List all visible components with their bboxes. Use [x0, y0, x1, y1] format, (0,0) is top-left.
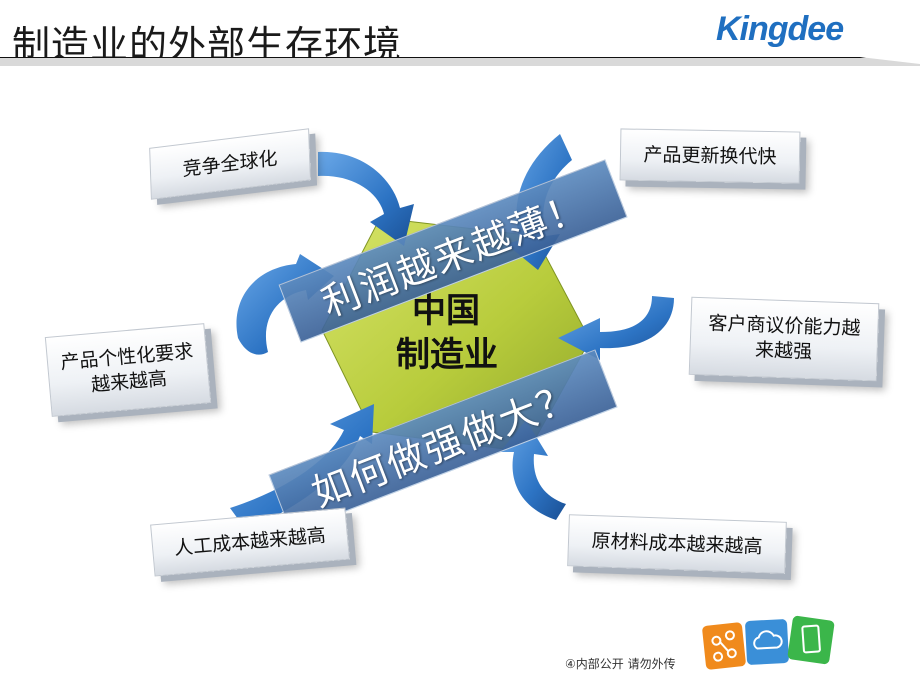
footer-note: ④内部公开 请勿外传	[565, 657, 676, 671]
box-label: 原材料成本越来越高	[591, 529, 763, 558]
center-label-manufacturing: 制造业	[396, 335, 498, 375]
box-label: 竞争全球化	[182, 146, 278, 181]
box-label: 产品更新换代快	[643, 143, 777, 168]
arrow-bottom-left	[230, 404, 374, 530]
arrow-right	[558, 296, 674, 360]
footer-icons	[702, 615, 835, 670]
share-icon	[702, 622, 746, 670]
mobile-icon	[787, 615, 835, 665]
box-label-line1: 客户商议价能力越	[708, 312, 861, 340]
box-material-cost: 原材料成本越来越高	[567, 514, 787, 574]
box-customer-bargaining: 客户商议价能力越 来越强	[688, 296, 880, 382]
title-underline	[0, 57, 920, 66]
center-label-china: 中国	[412, 291, 480, 331]
kingdee-logo: Kingdee	[716, 10, 844, 48]
cloud-icon	[745, 619, 789, 665]
arrow-top-left	[318, 151, 414, 246]
box-label: 人工成本越来越高	[173, 524, 327, 560]
box-personalization: 产品个性化要求 越来越高	[44, 323, 212, 417]
box-product-update: 产品更新换代快	[619, 128, 801, 184]
